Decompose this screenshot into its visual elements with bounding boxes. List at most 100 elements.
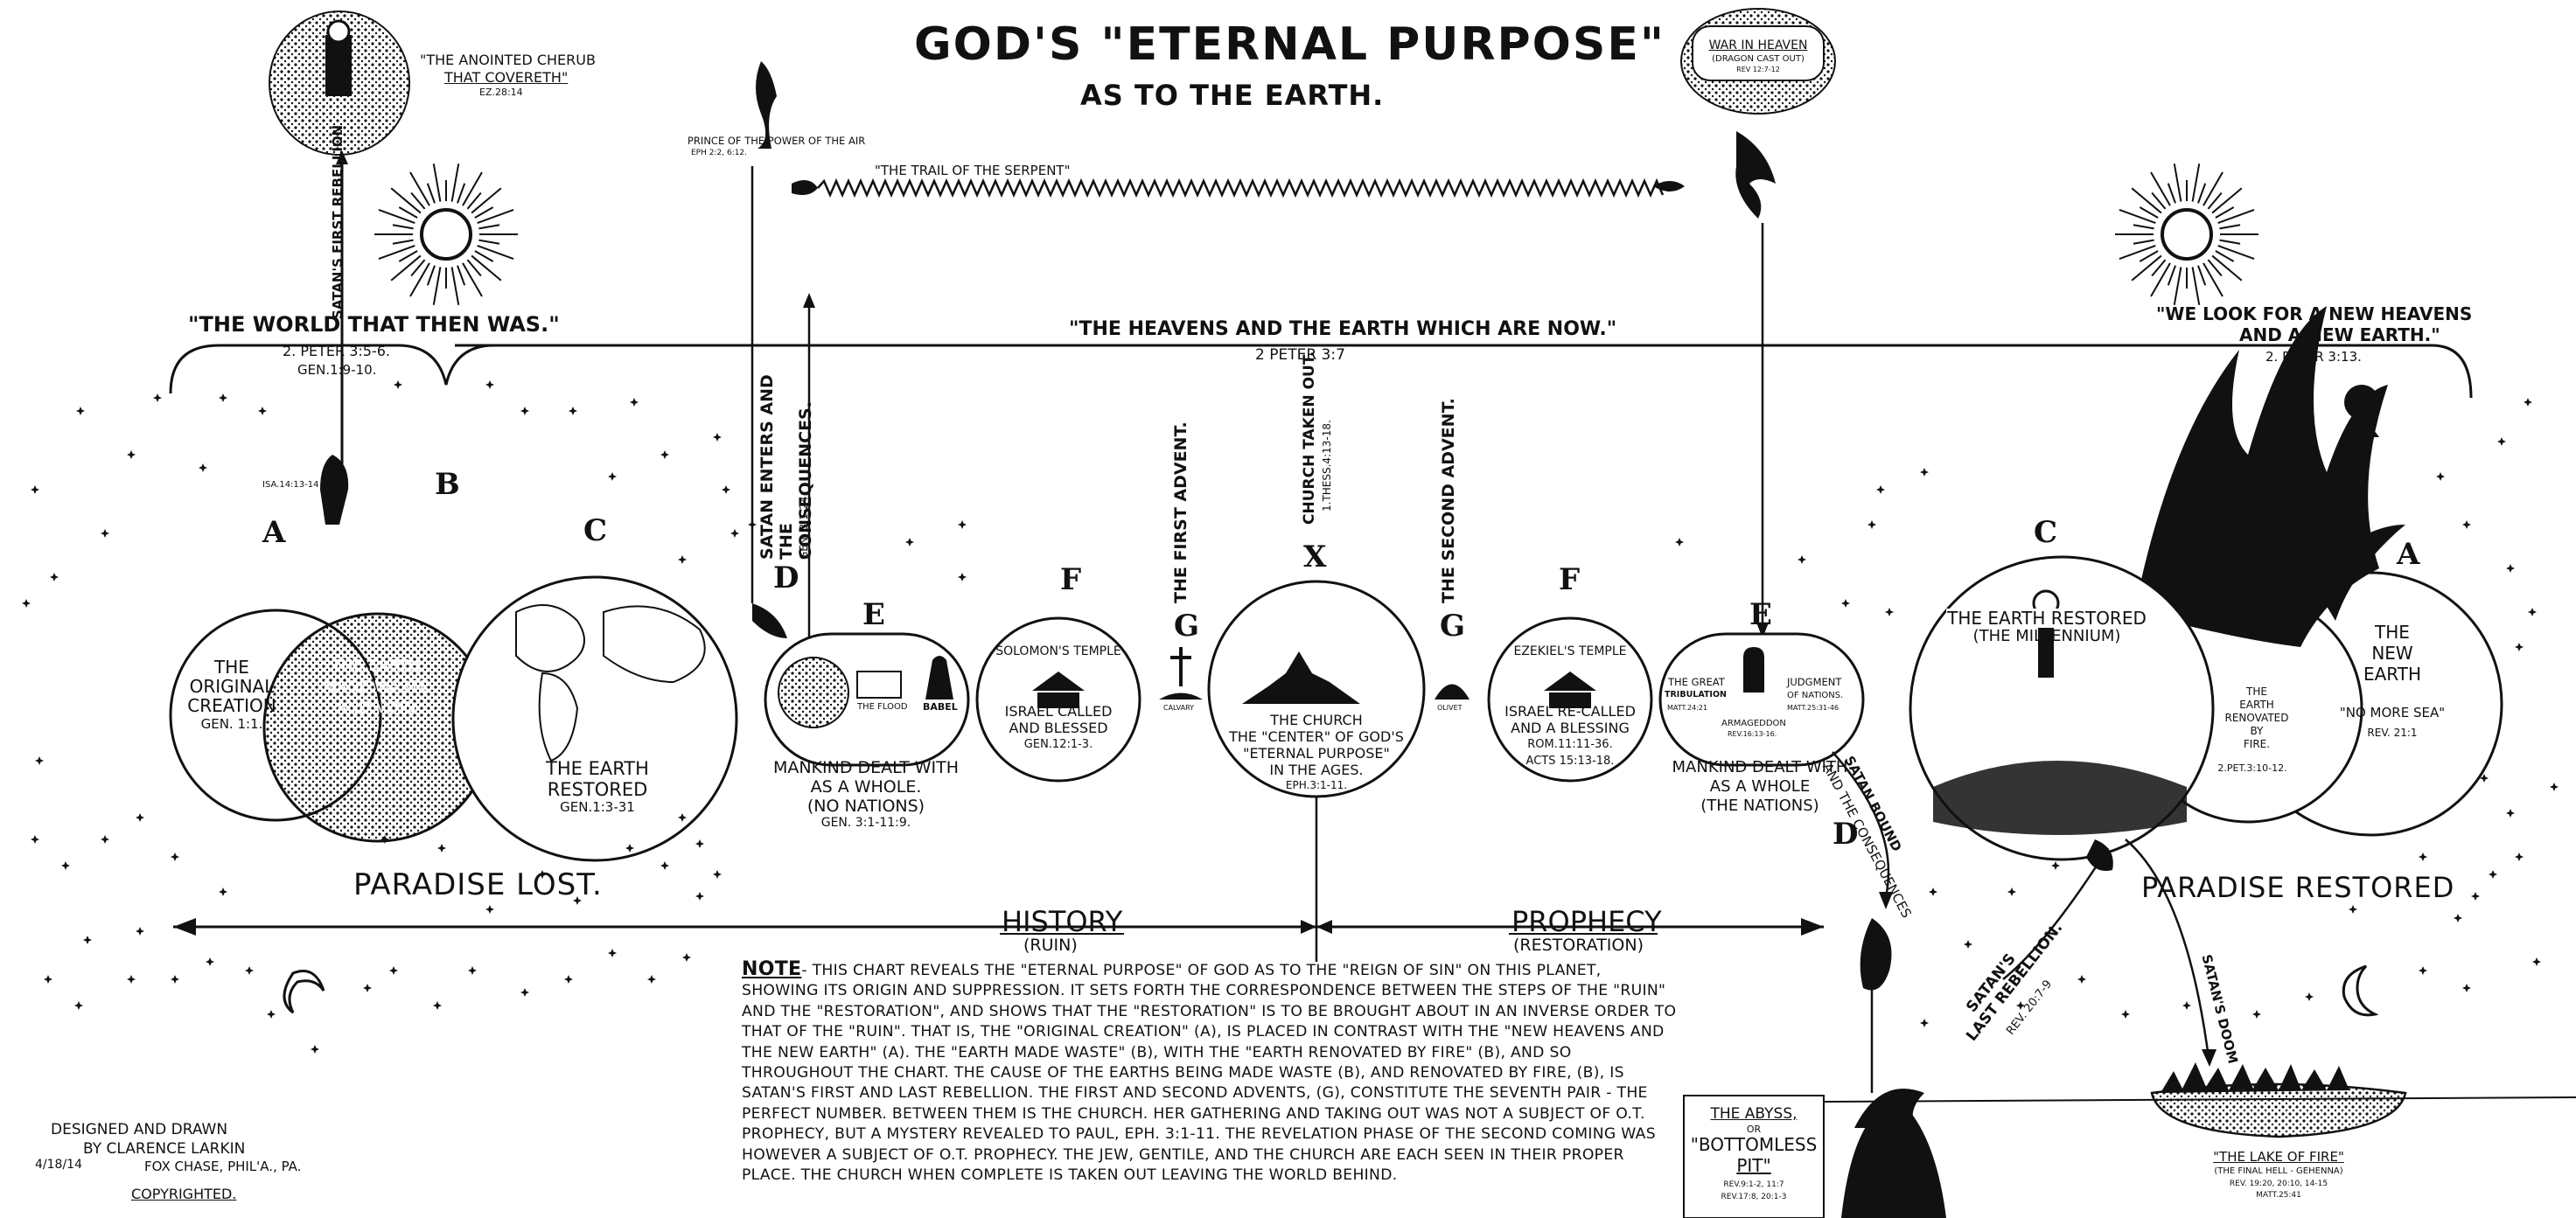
tribulation-ref: Matt.24:21 — [1667, 704, 1708, 712]
star-icon — [2349, 905, 2357, 914]
original-line-1: The — [214, 657, 249, 678]
restored-ref: Gen.1:3-31 — [560, 799, 635, 815]
new-heavens-label-1: "We Look For A New Heavens — [2156, 303, 2473, 324]
tribulation-2: Tribulation — [1665, 690, 1727, 699]
satans-rebellion-label: Satan's First Rebellion — [330, 124, 346, 319]
star-field — [22, 380, 2559, 1054]
letter-g-right: G — [1440, 609, 1466, 644]
divider-arrow-left — [1301, 920, 1316, 934]
star-icon — [101, 835, 109, 844]
star-icon — [2077, 975, 2086, 984]
star-icon — [2454, 914, 2462, 922]
judgment-2: Of Nations. — [1787, 691, 1844, 700]
church-taken-label: Church Taken Out. — [1301, 351, 1318, 525]
judgment-1: Judgment — [1787, 676, 1842, 688]
star-icon — [564, 975, 573, 984]
star-icon — [31, 835, 39, 844]
star-icon — [153, 393, 162, 402]
renovated-ref: 2.Pet.3:10-12. — [2217, 762, 2287, 774]
star-icon — [311, 1045, 319, 1054]
star-icon — [2524, 398, 2532, 407]
star-icon — [520, 407, 529, 415]
star-icon — [730, 529, 739, 538]
letter-g-left: G — [1174, 609, 1200, 644]
original-ref: Gen. 1:1. — [200, 716, 263, 732]
star-icon — [713, 433, 722, 442]
credit-copyright: Copyrighted. — [131, 1186, 237, 1202]
star-icon — [61, 861, 70, 870]
letter-d-left: D — [773, 560, 799, 595]
israel-recalled-ref-2: Acts 15:13-18. — [1525, 755, 1615, 768]
satans-last-rebellion-arrow — [2002, 847, 2110, 980]
abyss-box — [1683, 1095, 1825, 1218]
lake-ref-2: Matt.25:41 — [2256, 1191, 2301, 1200]
dragon-figure — [1735, 131, 1776, 219]
armageddon-ref: Rev.16:13-16. — [1728, 730, 1777, 738]
cherub-label-2: That Covereth" — [444, 69, 569, 86]
star-icon — [538, 870, 547, 879]
israel-called-1: Israel Called — [1004, 703, 1113, 720]
heavens-now-ref: 2 Peter 3:7 — [1255, 346, 1345, 364]
star-icon — [748, 520, 757, 529]
credit-line-2: By Clarence Larkin — [83, 1140, 246, 1158]
lake-flames — [2161, 1062, 2349, 1093]
calvary-hill-icon — [1159, 693, 1203, 699]
mankind-line-3: (No Nations) — [806, 797, 925, 816]
star-icon — [695, 839, 704, 848]
star-icon — [647, 975, 656, 984]
olivet-label: Olivet — [1437, 704, 1463, 712]
millennium-scene — [1933, 589, 2187, 835]
waste-line-2: Made Waste — [323, 678, 429, 696]
world-then-ref2: Gen.1:9-10. — [297, 362, 377, 378]
calvary-label: Calvary — [1163, 704, 1195, 712]
letter-d-right: D — [1833, 817, 1859, 852]
star-icon — [2515, 643, 2524, 651]
star-icon — [258, 407, 267, 415]
star-icon — [171, 975, 179, 984]
star-icon — [2016, 1001, 2025, 1010]
tribulation-1: The Great — [1668, 676, 1725, 688]
new-heavens-ref: 2. Peter 3:13. — [2265, 349, 2362, 365]
star-icon — [569, 407, 577, 415]
star-icon — [905, 538, 914, 546]
star-icon — [171, 853, 179, 861]
ark-icon — [856, 671, 902, 699]
letter-f-left: F — [1060, 562, 1082, 597]
credit-place: Fox Chase, Phil'a., Pa. — [144, 1159, 302, 1174]
star-icon — [2182, 1001, 2191, 1010]
new-earth-3: Earth — [2363, 664, 2421, 685]
flood-label: The Flood — [857, 702, 908, 712]
star-icon — [76, 407, 85, 415]
prince-ref: Eph 2:2, 6:12. — [691, 149, 748, 157]
dragon-descent-arrowhead — [1756, 623, 1769, 638]
church-line-2: The "Center" Of God's — [1229, 728, 1404, 745]
star-icon — [101, 529, 109, 538]
flood-globe-icon — [778, 657, 849, 728]
star-icon — [958, 520, 967, 529]
star-icon — [1920, 1019, 1929, 1027]
abyss-ref-1: Rev.9:1-2, 11:7 — [1723, 1180, 1784, 1189]
note-paragraph: Note- This Chart Reveals The "Eternal Pu… — [742, 959, 1679, 1186]
star-icon — [1920, 468, 1929, 477]
sun-right-icon — [2115, 164, 2258, 305]
serpent-head-left-icon — [792, 180, 818, 195]
star-icon — [2051, 861, 2060, 870]
abyss-line-2: or — [1746, 1124, 1762, 1135]
renovated-5: Fire. — [2243, 738, 2271, 750]
first-advent-label: The First Advent. — [1171, 421, 1190, 603]
timeline-arrow-left — [173, 918, 196, 936]
original-line-2: Original — [189, 676, 275, 697]
abyss-ref-2: Rev.17:8, 20:1-3 — [1721, 1193, 1787, 1201]
war-label-1: War In Heaven — [1708, 38, 1808, 52]
star-icon — [1885, 608, 1894, 616]
satan-enters-ref: Gen. 3:1-24. — [798, 492, 810, 560]
waste-line-3: And Void — [336, 699, 416, 717]
star-icon — [2532, 957, 2541, 966]
star-icon — [380, 835, 389, 844]
star-icon — [2506, 564, 2515, 573]
israel-recalled-2: And A Blessing — [1511, 720, 1630, 736]
war-ref: Rev 12:7-12 — [1736, 66, 1780, 73]
star-icon — [394, 380, 402, 389]
solomon-label: Solomon's Temple — [995, 644, 1121, 658]
